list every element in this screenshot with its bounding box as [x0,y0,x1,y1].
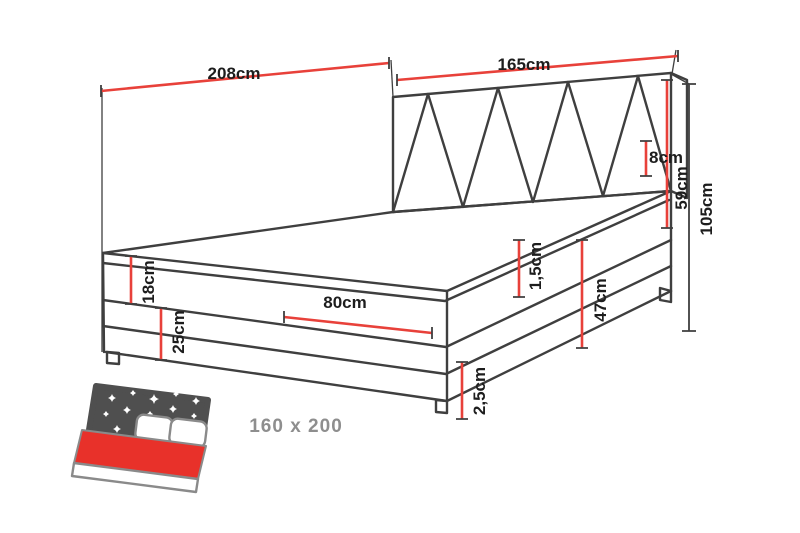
headboard-left-extension-line [390,59,394,98]
front-right-foot [434,398,449,415]
headboard-panel [391,71,673,214]
piping-height-dim-ticks [513,239,525,298]
piping-height-label: 1,5cm [526,242,545,290]
bed-size-label: 160 x 200 [249,416,343,437]
headboard-width-dim-line [396,54,679,82]
side-length-dim-line [100,61,390,93]
half-width-dim-line [283,315,433,335]
total-height-ticks [682,83,696,332]
headboard-height-dim-ticks [661,79,673,229]
bed-icon-base [70,461,200,494]
headboard-width-dim-ticks [396,50,679,86]
headboard-side-face [669,71,689,200]
headboard-thickness-dim-ticks [640,140,652,177]
headboard-width-label: 165cm [498,55,551,74]
seat-height-dim-ticks [576,239,588,349]
half-width-label: 80cm [323,293,366,312]
mattress-height-dim-ticks [125,255,137,305]
headboard-thickness-label: 8cm [649,148,683,167]
total-height-label: 105cm [697,183,716,236]
mattress-piping-seam [101,198,671,303]
side-length-label: 208cm [208,64,261,83]
headboard-height-label: 59cm [672,166,691,209]
extension-lines [101,49,696,352]
base-height-label: 25cm [169,310,188,353]
front-left-corner-edge [101,251,106,354]
back-right-foot [658,286,673,304]
headboard-zigzag-stitching [391,74,673,214]
feet-height-label: 2,5cm [470,367,489,415]
mattress-height-label: 18cm [139,260,158,303]
base-height-dim-ticks [155,307,167,361]
dimension-labels: 208cm 165cm 8cm 59cm 105cm 18cm 25cm 1,5… [139,55,716,415]
side-length-dim-ticks [100,57,390,97]
total-height-top-connector [670,73,690,85]
front-left-foot [105,350,121,366]
feet-height-dim-ticks [456,361,468,420]
bed-drawing [101,71,689,415]
bed-icon [70,383,211,494]
seat-height-label: 47cm [591,278,610,321]
half-width-dim-ticks [283,311,433,339]
dimension-lines [100,50,679,420]
mattress-top-surface [101,189,673,293]
headboard-right-extension-line [671,49,677,75]
base-mid-seam [101,264,673,376]
